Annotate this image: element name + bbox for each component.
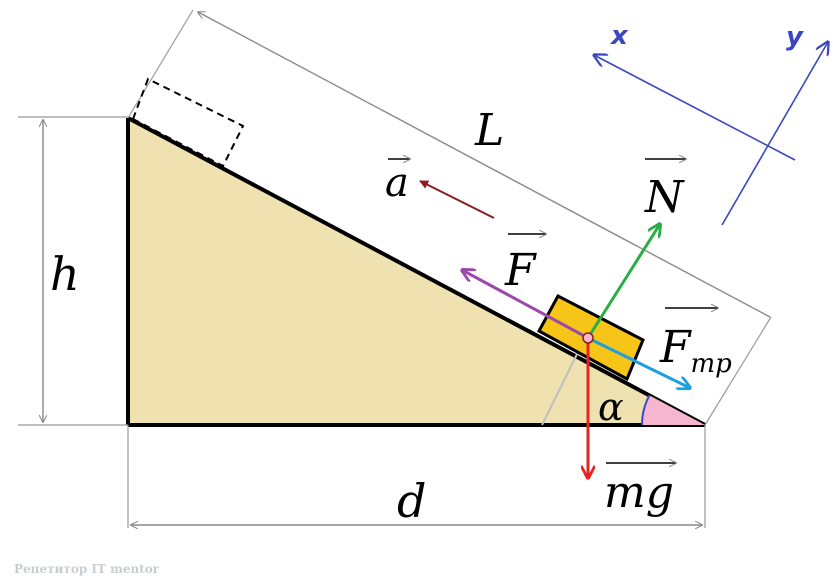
- label-N: N: [644, 172, 685, 223]
- label-y-axis: y: [786, 22, 804, 52]
- label-x-axis: x: [609, 21, 629, 51]
- x-axis: [594, 55, 796, 161]
- label-mg: mg: [604, 467, 674, 518]
- watermark: Репетитор IT mentor: [14, 562, 160, 576]
- angle-arc: [641, 394, 651, 426]
- label-F: F: [504, 245, 537, 296]
- y-axis: [721, 42, 828, 226]
- label-alpha: α: [598, 385, 624, 429]
- label-F-friction-main: F: [659, 322, 692, 373]
- label-h: h: [50, 247, 80, 301]
- acceleration-vector: [419, 180, 495, 219]
- label-a: a: [385, 160, 409, 206]
- applied-force-vector: [462, 270, 589, 340]
- wedge-slope: [127, 116, 706, 427]
- dimension-arrow-L: [198, 12, 771, 318]
- normal-force-vector: [586, 224, 660, 339]
- label-F-friction: Fтр: [659, 322, 732, 379]
- angle-sector: [642, 395, 705, 425]
- initial-position-box: [131, 77, 245, 168]
- force-application-point: [582, 332, 594, 344]
- label-d: d: [397, 474, 426, 528]
- label-F-friction-subscript: тр: [691, 349, 733, 379]
- dimension-extension-lower-right: [704, 316, 772, 426]
- friction-force-vector: [587, 336, 690, 388]
- dimension-extension-upper-left: [127, 9, 194, 119]
- label-L: L: [474, 105, 504, 156]
